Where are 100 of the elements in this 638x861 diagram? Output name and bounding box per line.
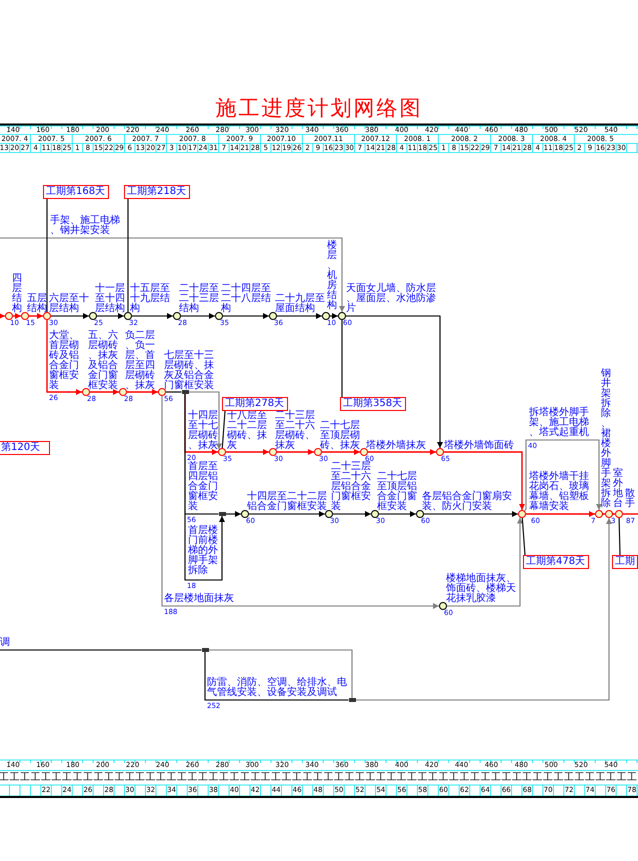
- arrow: [524, 439, 602, 512]
- activity-label: 各层楼地面抹灰: [164, 594, 235, 604]
- scale-character: 工: [166, 772, 178, 783]
- event-circle: [269, 448, 277, 456]
- scale-character: 工: [177, 772, 188, 783]
- connector-line: [623, 513, 638, 515]
- activity-label: 五层结构: [27, 294, 48, 314]
- event-circle: [82, 388, 90, 396]
- activity-label: 二十层至二十三层结构: [179, 284, 219, 314]
- arrow: [0, 313, 5, 319]
- event-circle: [5, 312, 13, 320]
- scale-character: 工: [480, 772, 491, 783]
- scale-character: 工: [407, 772, 418, 783]
- scale-character: 工: [354, 772, 366, 783]
- arrow: [161, 396, 439, 609]
- event-circle: [21, 312, 29, 320]
- scale-character: 工: [292, 772, 303, 783]
- scale-character: 工: [20, 772, 31, 783]
- scale-character: 工: [458, 772, 470, 783]
- junction-marker: [218, 512, 226, 516]
- scale-character: 工: [72, 772, 83, 783]
- event-circle: [595, 510, 603, 518]
- activity-label: 散手: [625, 489, 635, 509]
- activity-label: 二十七层至顶层铝合金门窗框安装: [377, 472, 418, 512]
- leader-line: [127, 199, 129, 312]
- arrow: [379, 511, 416, 517]
- arrow: [277, 449, 314, 455]
- scale-character: 工: [375, 772, 386, 783]
- activity-label: 首层至四层铝合金门窗框安装: [188, 462, 219, 512]
- activity-label: 二十四层至二十八层结构: [221, 284, 272, 314]
- leader-line: [618, 518, 621, 556]
- scale-character: 工: [605, 772, 616, 783]
- scale-character: 工: [135, 772, 146, 783]
- activity-label: 塔楼外墙干挂花岗石、玻璃幕墙、铝塑板幕墙安装: [529, 472, 590, 512]
- scale-character: 工: [114, 772, 125, 783]
- arrow: [277, 313, 322, 319]
- scale-character: 工: [156, 772, 167, 783]
- event-circle: [158, 388, 166, 396]
- leader-line: [222, 410, 226, 448]
- arrow: [181, 313, 215, 319]
- arrow: [13, 313, 21, 319]
- arrow: [127, 389, 158, 395]
- activity-label: 十五层至十九层结构: [130, 284, 171, 314]
- scale-character: 工: [62, 772, 72, 783]
- event-circle: [416, 510, 424, 518]
- scale-character: 工: [10, 772, 20, 783]
- scale-character: 工: [146, 772, 156, 783]
- arrow: [90, 389, 119, 395]
- event-circle: [314, 448, 322, 456]
- arrow: [526, 511, 595, 517]
- arrow: [184, 394, 225, 581]
- activity-label: 五、六层砌砖、抹灰及铝合金门窗框安装: [88, 331, 119, 391]
- activity-label: 楼层、机房结构: [327, 241, 337, 311]
- activity-label: 六层至十层结构: [49, 294, 90, 314]
- scale-character: 工: [52, 772, 62, 783]
- scale-character: 工: [364, 772, 376, 783]
- event-circle: [605, 510, 613, 518]
- activity-label: 钢井架拆除、裙楼外脚手架拆除: [601, 369, 611, 509]
- diagram-title: 施工进度计划网络图: [214, 96, 424, 120]
- scale-character: 工: [197, 772, 208, 783]
- activity-label: 七层至十三层砌砖、抹灰及铝合金门窗框安装: [164, 351, 215, 391]
- scale-character: 工: [323, 772, 334, 783]
- scale-character: 工: [396, 772, 408, 783]
- event-circle: [371, 510, 379, 518]
- arrow: [97, 313, 124, 319]
- scale-character: 工: [616, 772, 627, 783]
- scale-character: 工: [313, 772, 324, 783]
- activity-label: 调: [0, 638, 11, 648]
- arrow: [333, 511, 371, 517]
- activity-label: 负二层、负一层、首层至四层砌砖、抹灰: [125, 331, 156, 391]
- scale-character: 工: [250, 772, 261, 783]
- arrow: [356, 518, 612, 701]
- milestone-box: 工期: [612, 555, 638, 569]
- arrow: [29, 313, 43, 319]
- arrow: [444, 451, 525, 510]
- scale-character: 工: [103, 772, 114, 783]
- activity-label: 大堂、首层砌砖及铝合金门窗框安装: [49, 331, 80, 391]
- activity-label: 各层铝合金门窗扇安装、防火门安装: [422, 492, 513, 512]
- scale-character: 工: [469, 772, 480, 783]
- activity-label: 室外地台: [613, 469, 623, 509]
- activity-label: 天面女儿墙、防水层、屋面层、水池防渗片: [346, 284, 437, 314]
- scale-character: 工: [239, 772, 250, 783]
- arrow: [132, 313, 173, 319]
- scale-character: 工: [302, 772, 314, 783]
- arrow: [346, 315, 443, 448]
- scale-character: 工: [271, 772, 282, 783]
- scale-character: 工: [490, 772, 502, 783]
- junction-marker: [182, 390, 188, 394]
- arrow: [226, 511, 241, 517]
- scale-character: 工: [584, 772, 596, 783]
- activity-label: 楼梯地面抹灰、饰面砖、楼梯天花抹乳胶漆: [446, 574, 517, 604]
- activity-label: 拆塔楼外脚手架、施工电梯、塔式起重机: [529, 408, 590, 438]
- connector-line: [166, 391, 182, 393]
- scale-character: 工: [41, 772, 52, 783]
- arrow: [188, 391, 222, 450]
- event-circle: [439, 602, 447, 610]
- scale-character: 工: [208, 772, 219, 783]
- activity-label: 二十三层至二十六层砌砖、抹灰: [275, 411, 316, 451]
- scale-character: 工: [333, 772, 344, 783]
- scale-character: 工: [418, 772, 428, 783]
